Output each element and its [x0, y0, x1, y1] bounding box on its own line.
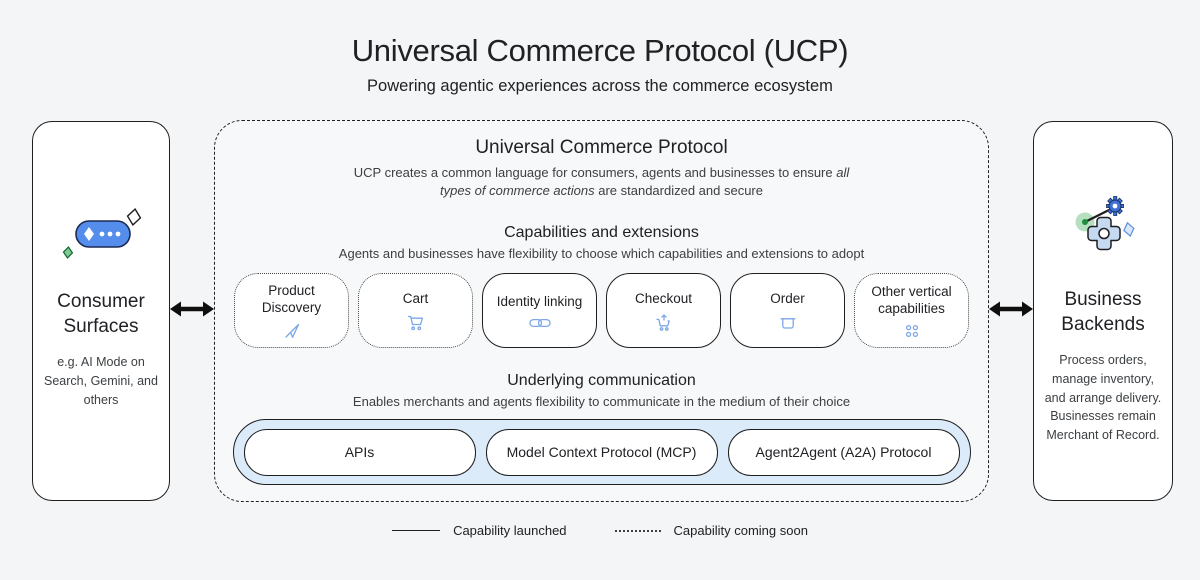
legend: Capability launched Capability coming so… — [0, 523, 1200, 538]
capability-checkout: Checkout — [606, 273, 721, 349]
capability-label: Order — [770, 291, 805, 307]
comm-pill-mcp: Model Context Protocol (MCP) — [485, 428, 718, 476]
page-title: Universal Commerce Protocol (UCP) — [351, 33, 849, 68]
double-arrow-icon — [170, 296, 214, 327]
capabilities-row: Product Discovery Cart — [215, 273, 988, 349]
legend-item-launched: Capability launched — [392, 523, 567, 538]
capability-cart: Cart — [358, 273, 473, 349]
capability-other-vertical: Other vertical capabilities — [854, 273, 969, 349]
communication-section-title: Underlying communication — [507, 372, 696, 390]
gears-sparkle-icon — [1061, 192, 1145, 263]
capabilities-section-subtitle: Agents and businesses have flexibility t… — [338, 246, 865, 262]
protocol-title: Universal Commerce Protocol — [475, 137, 728, 158]
solid-line-icon — [392, 530, 441, 531]
protocol-description-prefix: UCP creates a common language for consum… — [353, 165, 837, 180]
capability-product-discovery: Product Discovery — [234, 273, 349, 349]
protocol-description-suffix: are standardized and secure — [594, 183, 763, 199]
dotted-line-icon — [614, 529, 661, 532]
page-subtitle: Powering agentic experiences across the … — [367, 77, 833, 95]
legend-launched-label: Capability launched — [453, 523, 567, 538]
capability-label: Product Discovery — [261, 282, 322, 315]
comm-pill-apis: APIs — [243, 428, 476, 476]
consumer-surfaces-title: Consumer Surfaces — [57, 291, 145, 338]
chat-capsule-sparkle-icon — [56, 206, 146, 265]
communication-section-subtitle: Enables merchants and agents flexibility… — [352, 394, 851, 410]
double-arrow-icon — [989, 296, 1033, 327]
grid-icon — [904, 323, 920, 339]
legend-coming-soon-label: Capability coming soon — [673, 523, 808, 538]
capability-label: Identity linking — [496, 294, 583, 310]
send-icon — [283, 322, 301, 340]
cart-checkout-icon — [655, 313, 673, 332]
left-arrow-wrap — [170, 296, 214, 327]
business-backends-box: Business Backends Process orders, manage… — [1033, 121, 1173, 501]
main-row: Consumer Surfaces e.g. AI Mode on Search… — [32, 120, 1173, 502]
consumer-surfaces-description: e.g. AI Mode on Search, Gemini, and othe… — [44, 355, 158, 407]
diagram-header: Universal Commerce Protocol (UCP) Poweri… — [0, 0, 1200, 96]
protocol-description: UCP creates a common language for consum… — [349, 164, 854, 200]
capability-label: Checkout — [634, 291, 693, 307]
business-backends-title: Business Backends — [1061, 289, 1145, 336]
consumer-surfaces-box: Consumer Surfaces e.g. AI Mode on Search… — [32, 121, 170, 501]
small-gear — [1106, 196, 1124, 216]
capability-label: Cart — [402, 291, 429, 307]
capability-label: Other vertical capabilities — [871, 283, 952, 316]
order-box-icon — [779, 314, 797, 332]
cart-icon — [407, 314, 425, 332]
capabilities-section-title: Capabilities and extensions — [504, 224, 699, 242]
protocol-description-italic: all types of commerce actions — [439, 165, 850, 199]
comm-pill-a2a: Agent2Agent (A2A) Protocol — [727, 428, 960, 476]
right-arrow-wrap — [989, 296, 1033, 327]
business-backends-description: Process orders, manage inventory, and ar… — [1044, 353, 1162, 443]
capability-order: Order — [730, 273, 845, 349]
capability-identity-linking: Identity linking — [482, 273, 597, 349]
legend-item-coming-soon: Capability coming soon — [614, 523, 808, 538]
ucp-protocol-box: Universal Commerce Protocol UCP creates … — [214, 120, 989, 502]
communication-band: APIs Model Context Protocol (MCP) Agent2… — [232, 419, 971, 486]
link-icon — [528, 317, 551, 329]
